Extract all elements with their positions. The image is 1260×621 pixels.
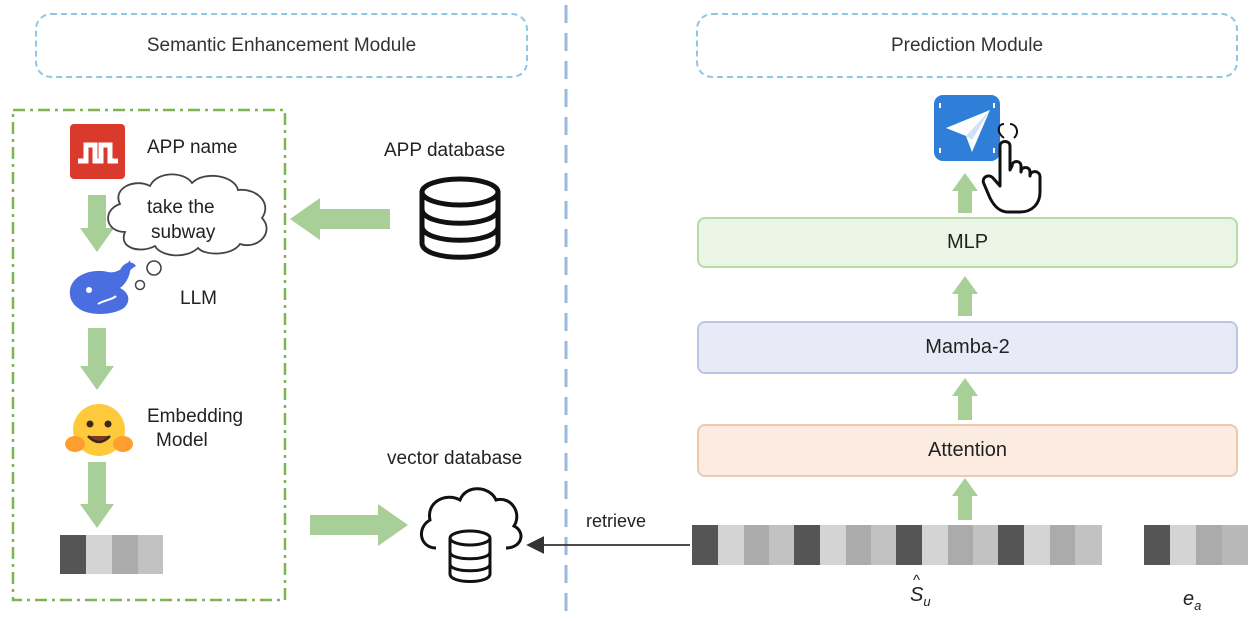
up-arrow-mamba-to-mlp (952, 276, 978, 316)
sequence-vector (692, 525, 1102, 565)
embedding-label-line2: Model (156, 430, 208, 451)
target-app-symbol: ea (1183, 588, 1201, 613)
cloud-database-icon (420, 487, 523, 583)
down-arrow-1 (80, 195, 114, 252)
vector-database-label: vector database (387, 448, 523, 469)
embedding-vector (60, 535, 163, 574)
attention-label: Attention (928, 439, 1007, 461)
semantic-enhancement-title-box: Semantic Enhancement Module (35, 13, 528, 78)
down-arrow-2 (80, 328, 114, 390)
app-name-icon (70, 124, 125, 179)
thought-text-line2: subway (151, 222, 216, 243)
embedding-to-vector-db-arrow (310, 504, 408, 546)
retrieve-label: retrieve (586, 511, 647, 531)
semantic-enhancement-title: Semantic Enhancement Module (146, 34, 417, 56)
database-icon (419, 176, 501, 260)
hand-pointer-icon (981, 123, 1042, 214)
sequence-symbol-hat: ^ (913, 572, 921, 589)
llm-label: LLM (180, 288, 217, 309)
mamba-layer: Mamba-2 (697, 321, 1238, 374)
app-database-label: APP database (384, 140, 506, 161)
thought-text-line1: take the (147, 197, 215, 218)
whale-llm-icon (69, 260, 136, 314)
sequence-symbol-sub: u (923, 594, 931, 609)
up-arrow-attention-to-mamba (952, 378, 978, 420)
attention-layer: Attention (697, 424, 1238, 477)
target-app-vector (1144, 525, 1248, 565)
up-arrow-seq-to-attention (952, 478, 978, 520)
thought-cloud (107, 173, 268, 291)
semantic-pipeline-box (11, 108, 287, 602)
down-arrow-3 (80, 462, 114, 528)
app-name-label: APP name (147, 137, 238, 158)
app-db-to-llm-arrow (290, 198, 390, 240)
sequence-symbol: ^ Su (910, 572, 931, 609)
sequence-symbol-main: S (910, 584, 924, 606)
mamba-label: Mamba-2 (925, 336, 1010, 358)
up-arrow-mlp-to-output (952, 173, 978, 213)
mlp-layer: MLP (697, 217, 1238, 268)
mlp-label: MLP (946, 231, 989, 253)
target-app-symbol-main: e (1183, 588, 1195, 610)
embedding-label-line1: Embedding (147, 406, 244, 427)
prediction-module-title: Prediction Module (890, 34, 1044, 56)
target-app-symbol-sub: a (1194, 598, 1202, 613)
prediction-module-title-box: Prediction Module (696, 13, 1238, 78)
app-logo-icon (934, 95, 1000, 161)
hugging-face-icon (65, 404, 133, 456)
